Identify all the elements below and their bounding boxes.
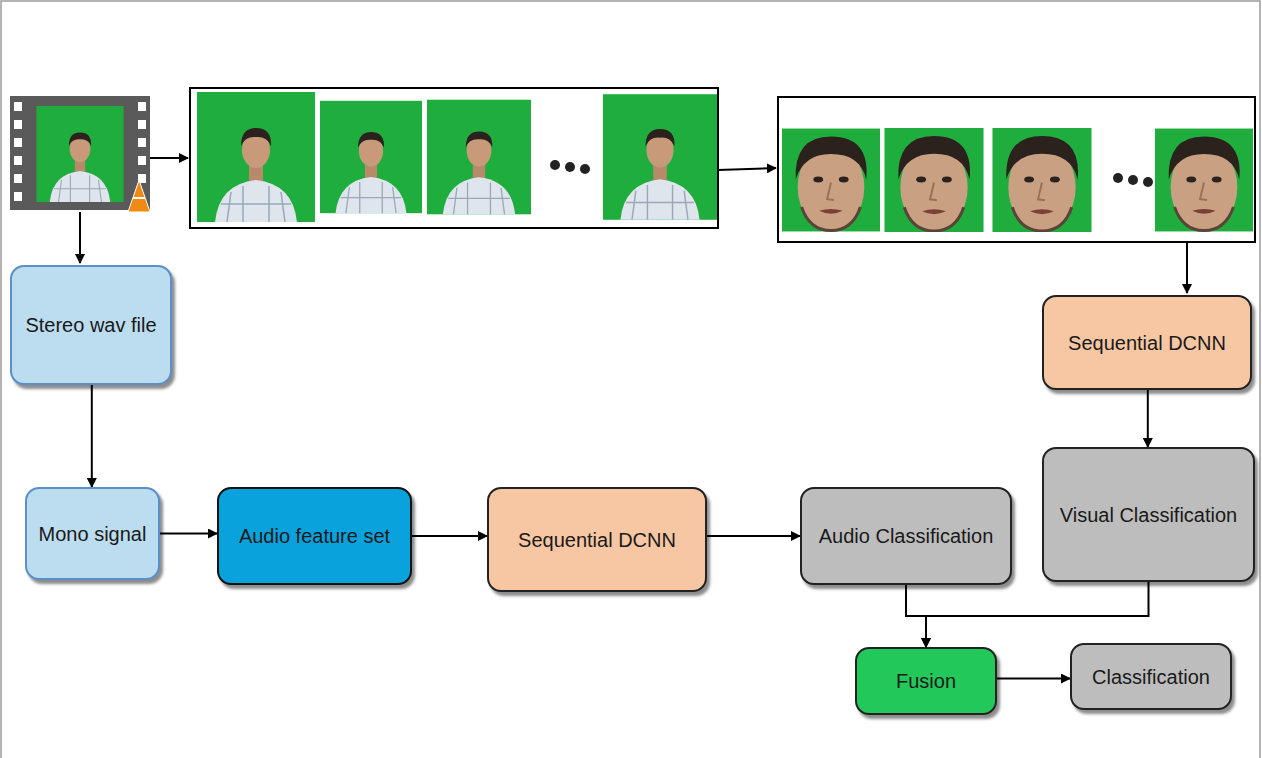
flow-arrow xyxy=(707,535,800,537)
output-box: Visual Classification xyxy=(1042,447,1255,582)
video-icon xyxy=(10,96,150,212)
node-label: Visual Classification xyxy=(1060,502,1238,528)
flow-arrow xyxy=(160,533,217,535)
fusion-box: Fusion xyxy=(855,647,997,715)
flow-arrow xyxy=(926,582,1149,647)
node-label: Audio feature set xyxy=(239,523,390,549)
flow-arrow xyxy=(91,385,93,487)
input-box: Mono signal xyxy=(25,487,160,580)
node-label: Stereo wav file xyxy=(25,312,156,338)
flow-arrow xyxy=(80,158,1187,293)
node-label: Audio Classification xyxy=(819,523,994,549)
flow-arrow xyxy=(1147,390,1149,447)
node-label: Sequential DCNN xyxy=(1068,330,1226,356)
model-box: Sequential DCNN xyxy=(487,487,707,592)
frame-sequence xyxy=(190,88,718,228)
flow-arrow xyxy=(997,678,1070,680)
flow-arrow xyxy=(412,535,487,537)
input-box: Stereo wav file xyxy=(10,265,172,385)
model-box: Sequential DCNN xyxy=(1042,295,1252,390)
output-box: Audio Classification xyxy=(800,487,1012,585)
node-label: Mono signal xyxy=(39,521,147,547)
node-label: Classification xyxy=(1092,664,1210,690)
node-label: Fusion xyxy=(896,668,956,694)
node-label: Sequential DCNN xyxy=(518,527,676,553)
feature-box: Audio feature set xyxy=(217,487,412,585)
output-box: Classification xyxy=(1070,643,1232,710)
flow-arrow xyxy=(906,585,926,647)
face-sequence xyxy=(778,97,1255,242)
